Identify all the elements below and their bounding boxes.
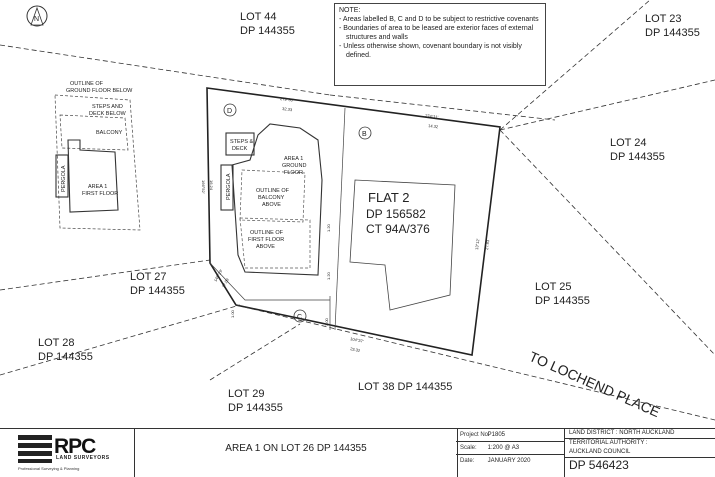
lot-26-boundary (206, 87, 501, 356)
lb-balcony: BALCONY (96, 130, 123, 136)
lot-38-label: LOT 38 DP 144355 (358, 381, 452, 393)
dim-d3: 3.00 (324, 317, 329, 326)
lb-area1-2: FIRST FLOOR (82, 191, 118, 197)
dim-top2-length: 14.32 (428, 123, 439, 129)
title-block: RPC LAND SURVEYORS Professional Surveyin… (0, 428, 715, 477)
territorial-authority: TERRITORIAL AUTHORITY : (569, 440, 648, 446)
area-d-marker (223, 103, 237, 117)
project-info: Project No: P1805 Scale: 1:200 @ A3 Date… (456, 429, 564, 477)
logo-name: RPC (54, 435, 96, 458)
rb-first-2: FIRST FLOOR (248, 237, 284, 243)
lot-25-lot: LOT 25 (535, 281, 572, 293)
north-label: N (34, 16, 39, 23)
lot-44-lot: LOT 44 (240, 11, 277, 23)
date-label: Date: (460, 458, 475, 464)
lot-44-dp: DP 144355 (240, 25, 295, 37)
scale-label: Scale: (460, 445, 477, 451)
dim-d1: 1.20 (326, 223, 331, 232)
logo-sub: LAND SURVEYORS (56, 455, 110, 461)
lot-27-dp: DP 144355 (130, 285, 185, 297)
dim-d2: 1.20 (326, 271, 331, 280)
lb-pergola: PERGOLA (61, 165, 67, 192)
road-label: TO LOCHEND PLACE (527, 348, 663, 420)
dim-bottom-bearing: 104°37' (350, 336, 364, 344)
rb-first-3: ABOVE (256, 244, 275, 250)
rb-balcony-1: OUTLINE OF (256, 188, 290, 194)
notes-heading: NOTE: (339, 7, 361, 14)
land-info: LAND DISTRICT : NORTH AUCKLAND TERRITORI… (564, 429, 715, 477)
area-c-label: C (297, 314, 302, 321)
project-value: P1805 (487, 432, 506, 438)
rb-area1-1: AREA 1 (284, 156, 303, 162)
dim-top1-bearing: 279°33' (280, 96, 294, 103)
lot-29-dp: DP 144355 (228, 402, 283, 414)
note-item: Boundaries of area to be leased are exte… (343, 24, 541, 42)
dim-top1-length: 32.33 (282, 106, 293, 112)
land-district: LAND DISTRICT : NORTH AUCKLAND (565, 429, 715, 439)
plan-title: AREA 1 ON LOT 26 DP 144355 (134, 429, 458, 477)
area-c-marker (293, 309, 307, 323)
lot-23-lot: LOT 23 (645, 13, 682, 25)
rb-balcony-3: ABOVE (262, 202, 281, 208)
dim-d4: 1.00 (230, 309, 235, 318)
area-b-marker (358, 126, 372, 140)
rb-steps-2: DECK (232, 146, 248, 152)
area-d-label: D (227, 108, 232, 115)
logo-tagline: Professional Surveying & Planning (18, 466, 80, 471)
lot-28-lot: LOT 28 (38, 337, 75, 349)
rb-first-1: OUTLINE OF (250, 230, 284, 236)
note-item: Unless otherwise shown, covenant boundar… (343, 42, 541, 60)
lb-area1-1: AREA 1 (88, 184, 107, 190)
lot-23-dp: DP 144355 (645, 27, 700, 39)
dim-top2-bearing: 274°11' (425, 113, 439, 120)
flat-2-outline (349, 179, 456, 311)
lb-steps-2: DECK BELOW (89, 111, 126, 117)
rpc-logo: RPC LAND SURVEYORS Professional Surveyin… (18, 435, 128, 475)
dim-right-length: 27.83 (484, 239, 490, 250)
project-label: Project No: (460, 432, 490, 438)
lb-outline-2: GROUND FLOOR BELOW (66, 88, 133, 94)
dim-bottom-length: 23.32 (350, 346, 362, 353)
dim-diag-length: 17.09 (221, 277, 231, 289)
note-item: Areas labelled B, C and D to be subject … (343, 15, 541, 24)
council: AUCKLAND COUNCIL (565, 448, 715, 458)
right-building-outlines (239, 169, 311, 269)
scale-value: 1:200 @ A3 (487, 445, 520, 451)
north-arrow-icon: N (26, 5, 48, 27)
lot-boundaries (0, 0, 715, 381)
rpc-logo-icon (18, 435, 52, 463)
area-dividers (209, 107, 346, 331)
notes-box: NOTE: Areas labelled B, C and D to be su… (334, 3, 546, 86)
dim-diag-bearing: 146°29' (213, 268, 224, 282)
rb-steps-1: STEPS & (230, 139, 254, 145)
dim-left-bearing: 166°52' (201, 180, 206, 194)
lot-25-dp: DP 144355 (535, 295, 590, 307)
rb-area1-2: GROUND (282, 163, 306, 169)
flat-dp: DP 156582 (366, 207, 426, 221)
flat-name: FLAT 2 (368, 190, 409, 205)
lot-24-lot: LOT 24 (610, 137, 647, 149)
lb-outline-1: OUTLINE OF (70, 81, 104, 87)
dp-number: DP 546423 (569, 458, 629, 472)
right-building-ground (220, 123, 323, 276)
flat-ct: CT 94A/376 (366, 222, 430, 236)
rb-balcony-2: BALCONY (258, 195, 285, 201)
dim-left-length: 16.24 (209, 180, 214, 191)
area-b-label: B (362, 131, 367, 138)
lot-29-lot: LOT 29 (228, 388, 265, 400)
rb-area1-3: FLOOR (284, 170, 303, 176)
lot-28-dp: DP 144355 (38, 351, 93, 363)
date-value: JANUARY 2020 (487, 458, 531, 464)
rb-pergola: PERGOLA (226, 173, 232, 200)
lb-steps-1: STEPS AND (92, 104, 123, 110)
left-building-outline (54, 94, 141, 231)
lot-24-dp: DP 144355 (610, 151, 665, 163)
left-building-first-floor (55, 139, 119, 213)
dim-right-bearing: 13°12' (474, 238, 480, 250)
lot-27-lot: LOT 27 (130, 271, 167, 283)
